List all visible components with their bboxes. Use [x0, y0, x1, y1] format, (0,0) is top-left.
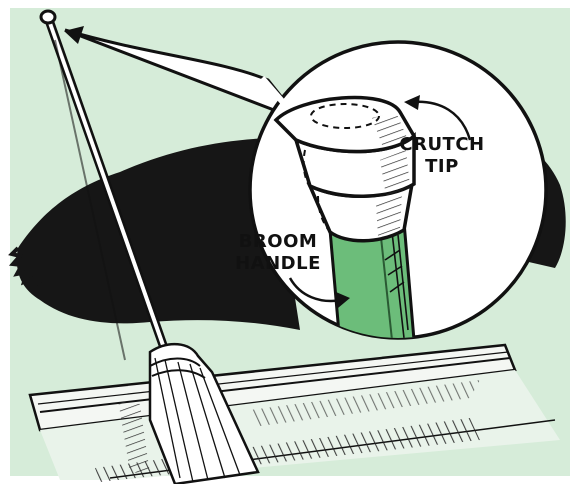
crutch-tip-label-line2: TIP: [396, 156, 488, 178]
broom-handle-label-line1: BROOM: [228, 231, 328, 253]
broom-handle-label-line2: HANDLE: [228, 253, 328, 275]
crutch-tip-label-line1: CRUTCH: [396, 134, 488, 156]
broom-handle-label: BROOM HANDLE: [228, 231, 328, 275]
crutch-tip-label: CRUTCH TIP: [396, 134, 488, 178]
